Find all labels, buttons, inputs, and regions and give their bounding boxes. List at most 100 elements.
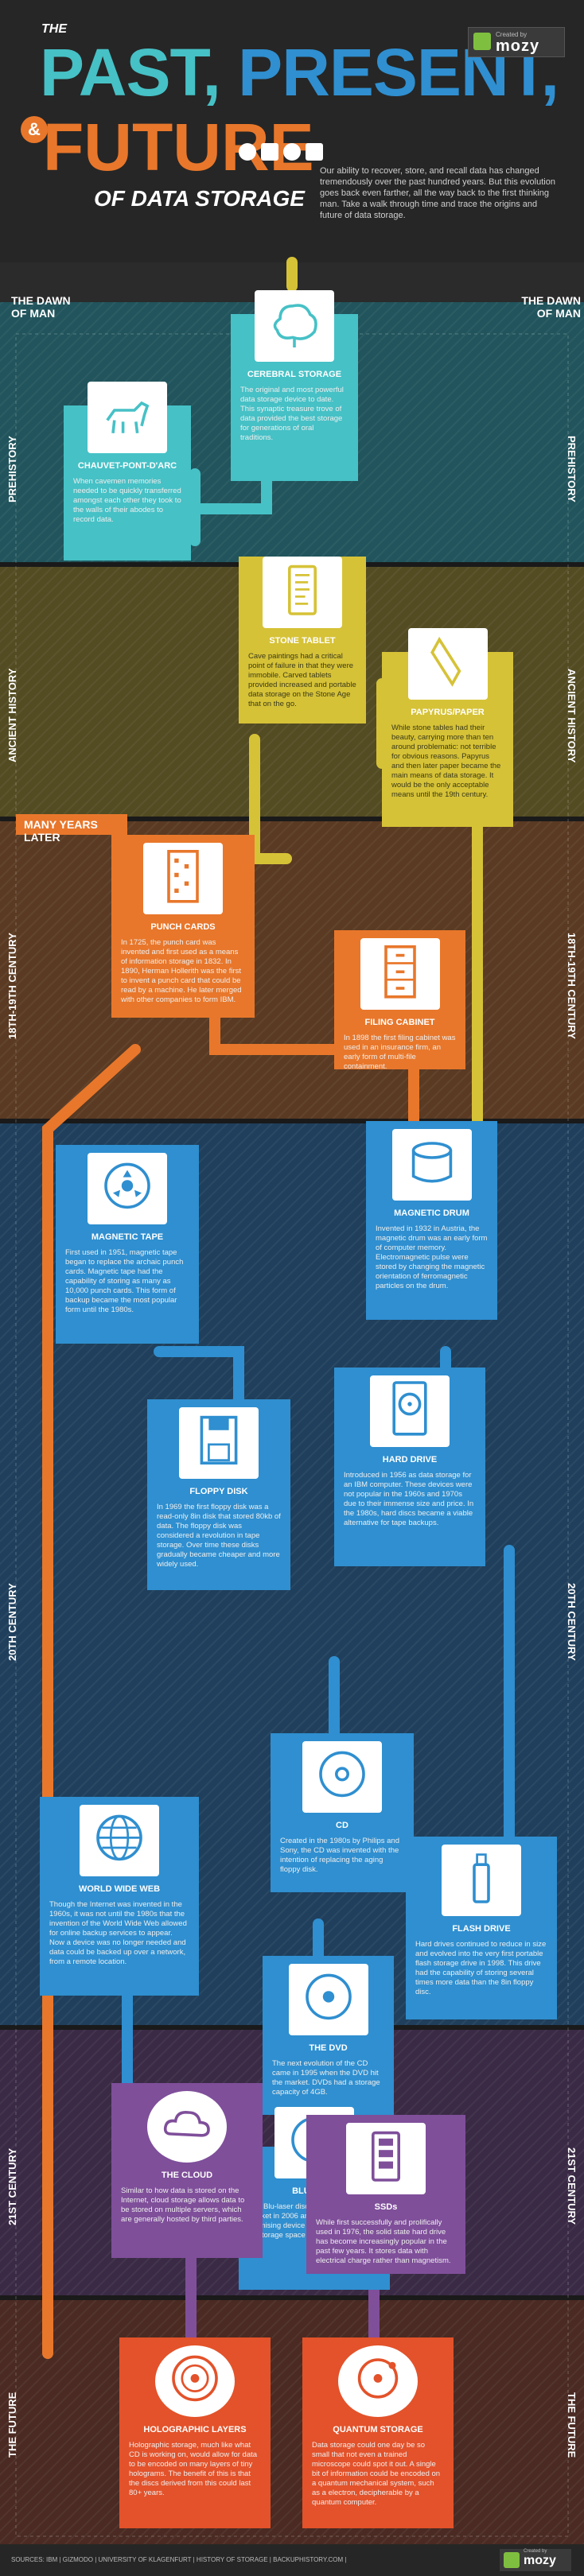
card-chauvet: CHAUVET-PONT-D'ARC When cavemen memories… (64, 382, 191, 561)
era-label-ancient-left: ANCIENT HISTORY (6, 668, 18, 763)
cloud-icon (147, 2091, 227, 2163)
card-desc: In 1898 the first filing cabinet was use… (344, 1034, 456, 1071)
card-holographic-layers: HOLOGRAPHIC LAYERS Holographic storage, … (119, 2337, 271, 2528)
footer-sources: SOURCES: IBM | GIZMODO | UNIVERSITY OF K… (11, 2556, 347, 2563)
logo-name: mozy (496, 37, 540, 55)
card-desc: Data storage could one day be so small t… (312, 2441, 441, 2507)
card-title: PAPYRUS/PAPER (411, 708, 485, 717)
card-magnetic-tape: MAGNETIC TAPE First used in 1951, magnet… (56, 1145, 199, 1344)
atom-icon (338, 2345, 418, 2417)
card-filing-cabinet: FILING CABINET In 1898 the first filing … (334, 930, 465, 1071)
card-title: HARD DRIVE (382, 1455, 438, 1465)
card-title: FILING CABINET (364, 1018, 435, 1027)
card-desc: First used in 1951, magnetic tape began … (65, 1248, 184, 1314)
dawn-left: THE DAWN OF MAN (11, 294, 71, 320)
era-label-prehistory-right: PREHISTORY (566, 436, 578, 502)
mozy-logo-icon (473, 33, 491, 50)
era-label-18th-left: 18TH-19TH CENTURY (6, 933, 18, 1039)
mozy-logo[interactable]: Created by mozy (468, 27, 565, 57)
card-title: QUANTUM STORAGE (333, 2425, 423, 2434)
card-magnetic-drum: MAGNETIC DRUM Invented in 1932 in Austri… (366, 1121, 497, 1320)
card-desc: Invented in 1932 in Austria, the magneti… (376, 1224, 488, 1290)
header: THE PAST, PRESENT, & FUTURE OF DATA STOR… (0, 0, 584, 262)
card-desc: Cave paintings had a critical point of f… (248, 652, 356, 708)
cd-disc-icon (302, 1741, 382, 1813)
card-flash-drive: FLASH DRIVE Hard drives continued to red… (406, 1837, 557, 2019)
connector-cerebral-chauvet (189, 468, 272, 514)
card-title: HOLOGRAPHIC LAYERS (143, 2425, 247, 2434)
card-title: FLASH DRIVE (452, 1924, 511, 1934)
card-quantum-storage: QUANTUM STORAGE Data storage could one d… (302, 2337, 454, 2528)
connector-tablet-punch (249, 734, 292, 864)
era-label-20th-left: 20TH CENTURY (6, 1583, 18, 1661)
banner-text: MANY YEARS LATER (24, 818, 98, 844)
card-title: SSDs (374, 2202, 398, 2212)
magnetic-drum-icon (391, 1129, 472, 1201)
title-subtitle: OF DATA STORAGE (94, 186, 305, 211)
card-title: THE CLOUD (161, 2171, 213, 2180)
card-desc: Hard drives continued to reduce in size … (415, 1940, 547, 1996)
card-desc: The next evolution of the CD came in 199… (272, 2059, 380, 2097)
card-desc: Introduced in 1956 as data storage for a… (344, 1471, 474, 1527)
footer: SOURCES: IBM | GIZMODO | UNIVERSITY OF K… (0, 2544, 584, 2576)
card-punch-cards: PUNCH CARDS In 1725, the punch card was … (111, 835, 255, 1018)
era-label-ancient-right: ANCIENT HISTORY (566, 668, 578, 763)
tape-reel-icon (88, 1153, 167, 1224)
era-label-future-right: THE FUTURE (566, 2392, 578, 2458)
connector-tape-floppy (154, 1346, 244, 1405)
horse-cave-painting-icon (88, 382, 167, 453)
card-title: CEREBRAL STORAGE (247, 370, 342, 379)
card-desc: Holographic storage, much like what CD i… (129, 2441, 258, 2497)
chip-icon (306, 143, 323, 161)
card-papyrus-paper: PAPYRUS/PAPER While stone tables had the… (382, 628, 513, 827)
filing-cabinet-icon (360, 938, 440, 1010)
card-floppy-disk: FLOPPY DISK In 1969 the first floppy dis… (147, 1399, 290, 1590)
card-desc: Created in the 1980s by Philips and Sony… (280, 1837, 399, 1874)
card-title: CD (336, 1821, 348, 1830)
punch-card-icon (143, 843, 223, 914)
card-desc: The original and most powerful data stor… (240, 386, 344, 442)
tablet-icon (261, 143, 278, 161)
card-the-cloud: THE CLOUD Similar to how data is stored … (111, 2083, 263, 2258)
brain-icon (239, 143, 256, 161)
card-cd: CD Created in the 1980s by Philips and S… (271, 1733, 414, 1892)
footer-logo-name: mozy (524, 2554, 556, 2567)
card-title: MAGNETIC DRUM (394, 1208, 469, 1218)
card-title: FLOPPY DISK (189, 1487, 248, 1496)
title-ampersand: & (21, 116, 48, 143)
flash-drive-icon (442, 1845, 521, 1916)
scroll-icon (407, 628, 488, 700)
card-world-wide-web: WORLD WIDE WEB Though the Internet was i… (40, 1797, 199, 1996)
card-title: PUNCH CARDS (150, 922, 216, 932)
era-label-21st-left: 21ST CENTURY (6, 2147, 18, 2225)
card-desc: Similar to how data is stored on the Int… (121, 2186, 245, 2224)
stone-tablet-icon (263, 557, 342, 628)
dvd-disc-icon (288, 1964, 368, 2035)
many-years-later-banner: MANY YEARS LATER (16, 814, 127, 844)
card-title: WORLD WIDE WEB (78, 1884, 161, 1894)
hard-drive-icon (370, 1375, 450, 1447)
card-title: STONE TABLET (269, 636, 336, 646)
card-hard-drive: HARD DRIVE Introduced in 1956 as data st… (334, 1368, 485, 1566)
footer-created-by: Created by (524, 2549, 547, 2554)
connector-punch-filing (209, 1012, 356, 1055)
card-ssds: SSDs While first successfully and prolif… (306, 2115, 465, 2274)
globe-icon (80, 1805, 159, 1876)
card-title: CHAUVET-PONT-D'ARC (77, 461, 177, 471)
intro-text: Our ability to recover, store, and recal… (320, 166, 555, 220)
card-stone-tablet: STONE TABLET Cave paintings had a critic… (239, 557, 366, 724)
footer-mozy-logo[interactable]: Created by mozy (500, 2549, 571, 2571)
logo-created-by: Created by (496, 31, 528, 38)
card-cerebral-storage: CEREBRAL STORAGE The original and most p… (231, 290, 358, 481)
mozy-logo-icon (504, 2552, 520, 2568)
card-desc: When cavemen memories needed to be quick… (73, 477, 181, 524)
card-desc: Though the Internet was invented in the … (49, 1900, 187, 1966)
ssd-chip-icon (346, 2123, 426, 2194)
card-desc: While stone tables had their beauty, car… (391, 724, 501, 799)
card-title: MAGNETIC TAPE (91, 1232, 164, 1242)
floppy-disk-icon (179, 1407, 259, 1479)
title-past: PAST, (40, 35, 221, 110)
title-the: THE (41, 22, 67, 36)
disk-icon (283, 143, 301, 161)
